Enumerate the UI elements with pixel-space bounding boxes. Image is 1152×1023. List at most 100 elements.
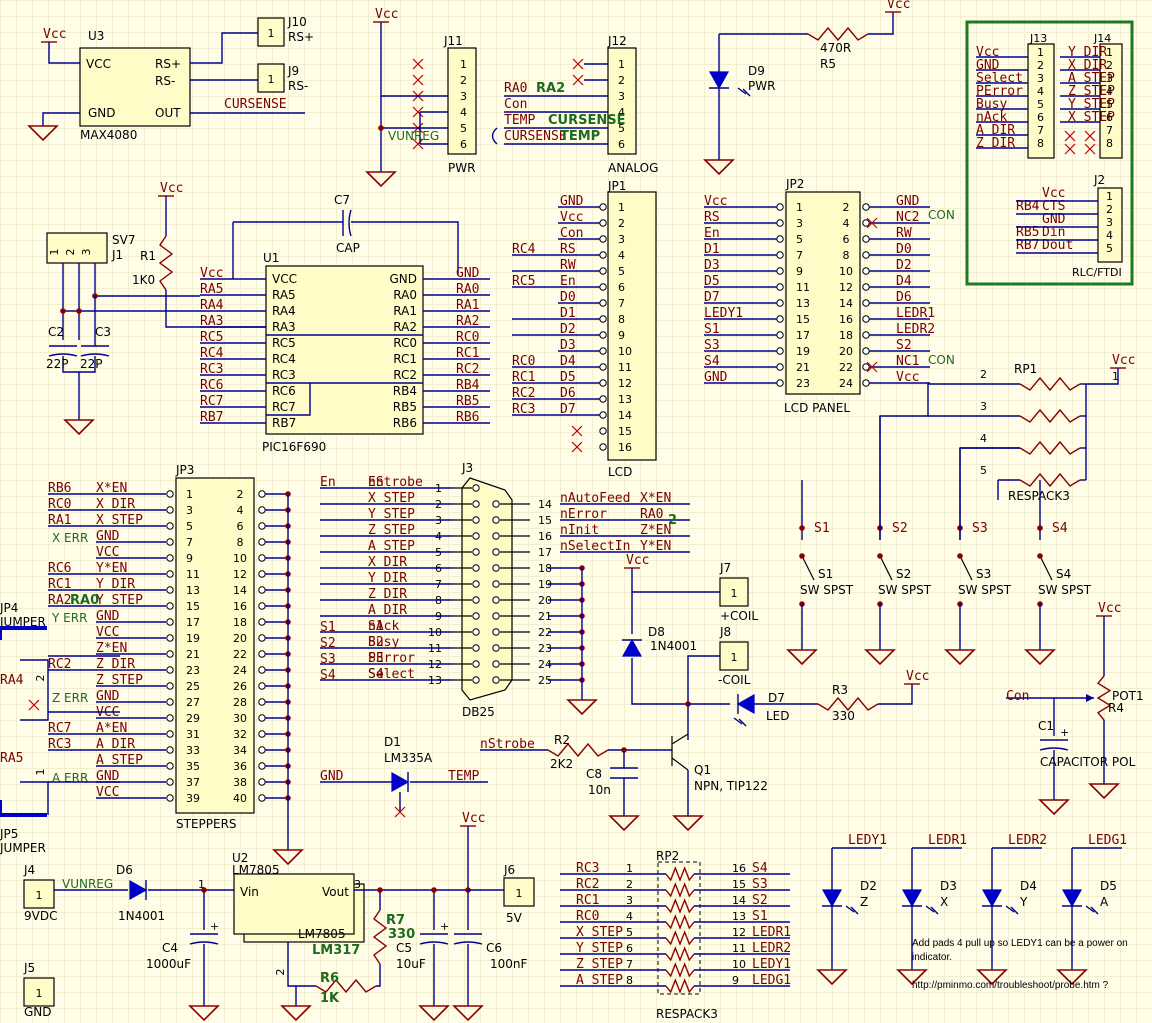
j14-net: X STEP: [1068, 110, 1115, 125]
status-led: [821, 889, 843, 908]
pin-pad: [599, 411, 607, 419]
junction-dot: [621, 747, 627, 753]
pin-pad: [258, 602, 266, 610]
jp3-net: Z STEP: [96, 673, 143, 688]
jp4-bar: [0, 626, 47, 640]
j10-label: RS+: [288, 30, 314, 44]
rp2-pin: 9: [732, 974, 739, 987]
jp3-net: Z DIR: [96, 657, 135, 672]
pin-pad: [472, 660, 480, 668]
d8-part: 1N4001: [650, 639, 697, 653]
con-net: Con: [1006, 689, 1029, 704]
led-ref: D5: [1100, 879, 1117, 893]
rp2-lnet: RC2: [576, 877, 599, 892]
d7-rays: [733, 717, 743, 725]
j3-net: En: [368, 475, 384, 490]
j3-name: nAck: [368, 619, 399, 634]
pin-pad: [862, 331, 870, 339]
switch-ref: S1: [818, 567, 833, 581]
j7-pin: 1: [731, 587, 738, 600]
jp1-ref: JP1: [607, 179, 626, 193]
q1-ref: Q1: [694, 763, 711, 777]
pin-pad: [166, 570, 174, 578]
j8-pin: 1: [731, 651, 738, 664]
ground-symbol: [816, 969, 848, 986]
d9-rays: [742, 88, 751, 97]
power-label: Vcc: [1112, 353, 1135, 368]
vunreg-net: VUNREG: [62, 877, 113, 891]
junction-dot: [431, 887, 437, 893]
j14-pin: 7: [1106, 124, 1113, 137]
led-rays: [1090, 906, 1099, 915]
j3-net: S3: [368, 651, 384, 666]
jp3-pin: 17: [186, 616, 200, 629]
rp2-rnet: S2: [752, 893, 768, 908]
jp3-pin: 13: [186, 584, 200, 597]
jp2-con: CON: [928, 353, 955, 367]
pin-pad: [472, 676, 480, 684]
pin-pad: [166, 522, 174, 530]
rp2-lnet: RC3: [576, 861, 599, 876]
j2-net: RB5: [1016, 225, 1039, 240]
junction-dot: [201, 887, 207, 893]
jp3-pin: 33: [186, 744, 200, 757]
rp2-lnet: RC1: [576, 893, 599, 908]
ground-symbol: [63, 419, 95, 436]
jp2-net: RW: [896, 226, 912, 241]
pin-pad: [776, 299, 784, 307]
pin-pad: [776, 267, 784, 275]
pin-pad: [776, 363, 784, 371]
c3-capacitor: [80, 353, 110, 357]
d7-led: [736, 693, 755, 715]
rp2-resistor: [665, 978, 695, 994]
u2-vout: Vout: [322, 885, 349, 899]
jp3-net: Y STEP: [96, 593, 143, 608]
jp3-pin: 1: [186, 488, 193, 501]
pin-pad: [599, 299, 607, 307]
j11-ref: J11: [443, 34, 463, 48]
jp2-pin: 10: [839, 265, 853, 278]
jp3-pin: 39: [186, 792, 200, 805]
jp1-pin: 15: [618, 425, 632, 438]
jp2-net: NC1: [896, 354, 919, 369]
cursense-net: CURSENSE: [224, 97, 287, 112]
r4-part: POT1: [1112, 689, 1144, 703]
u1-pin: RB5: [393, 400, 417, 414]
u1-pin: RC0: [393, 336, 417, 350]
pin-pad: [492, 644, 500, 652]
c4-value: 1000uF: [146, 957, 191, 971]
jp2-net: D1: [704, 242, 720, 257]
jp1-pin: 3: [618, 233, 625, 246]
switch-net: S2: [892, 521, 908, 536]
u1-net: RC3: [200, 362, 223, 377]
pin-pad: [599, 363, 607, 371]
sv7-pin: 3: [80, 249, 93, 256]
no-connect-mark: [866, 217, 878, 229]
u1-net: RB6: [456, 410, 479, 425]
led-net: LEDR2: [1008, 833, 1047, 848]
jp2-net: D7: [704, 290, 720, 305]
pin-pad: [492, 516, 500, 524]
jp1-pin: 9: [618, 329, 625, 342]
no-connect-mark: [394, 806, 406, 818]
r2-ref: R2: [554, 733, 570, 747]
r2-resistor: [547, 742, 609, 758]
jp3-pin: 21: [186, 648, 200, 661]
junction-dot: [377, 887, 383, 893]
jp1-mcu: RC2: [512, 386, 535, 401]
u1-pin: RA4: [272, 304, 296, 318]
polarity-mark: +: [1060, 726, 1069, 739]
jp5-ref: JP5: [0, 827, 18, 841]
ground-symbol: [1024, 649, 1056, 666]
no-connect-mark: [866, 361, 878, 373]
u3-pin: RS+: [155, 57, 181, 71]
j13-pin: 7: [1037, 124, 1044, 137]
j3-rname: nInit: [560, 523, 599, 538]
d8-diode: [621, 638, 643, 657]
body: [175, 477, 255, 814]
j5-pin: 1: [36, 987, 43, 1000]
jp2-ref: JP2: [785, 177, 804, 191]
j14-net: X DIR: [1068, 58, 1107, 73]
rp1-pin: 1: [1112, 370, 1119, 383]
jp2-net: S2: [896, 338, 912, 353]
